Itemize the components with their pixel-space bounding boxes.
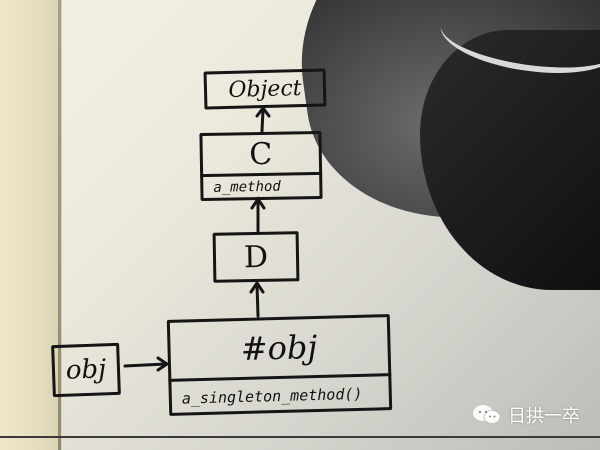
page-bottom-rule xyxy=(0,436,600,438)
watermark: 日拱一卒 xyxy=(472,402,580,428)
facing-page xyxy=(0,0,62,450)
singleton-class-box: #obj a_singleton_method() xyxy=(166,314,393,416)
singleton-class-label: #obj xyxy=(240,328,318,369)
watermark-text: 日拱一卒 xyxy=(508,406,580,427)
wechat-icon xyxy=(473,405,501,424)
object-instance-label: obj xyxy=(65,354,107,386)
class-label-d: D xyxy=(243,239,269,275)
class-box-object: Object xyxy=(203,68,327,110)
method-label-c: a_method xyxy=(213,178,281,196)
class-label-object: Object xyxy=(228,75,302,103)
class-label-c: C xyxy=(249,136,273,172)
singleton-method-label: a_singleton_method() xyxy=(181,384,363,408)
class-box-c: C a_method xyxy=(199,130,323,202)
class-box-d: D xyxy=(212,231,300,283)
page-edge xyxy=(58,0,61,450)
object-instance-box: obj xyxy=(51,342,121,398)
